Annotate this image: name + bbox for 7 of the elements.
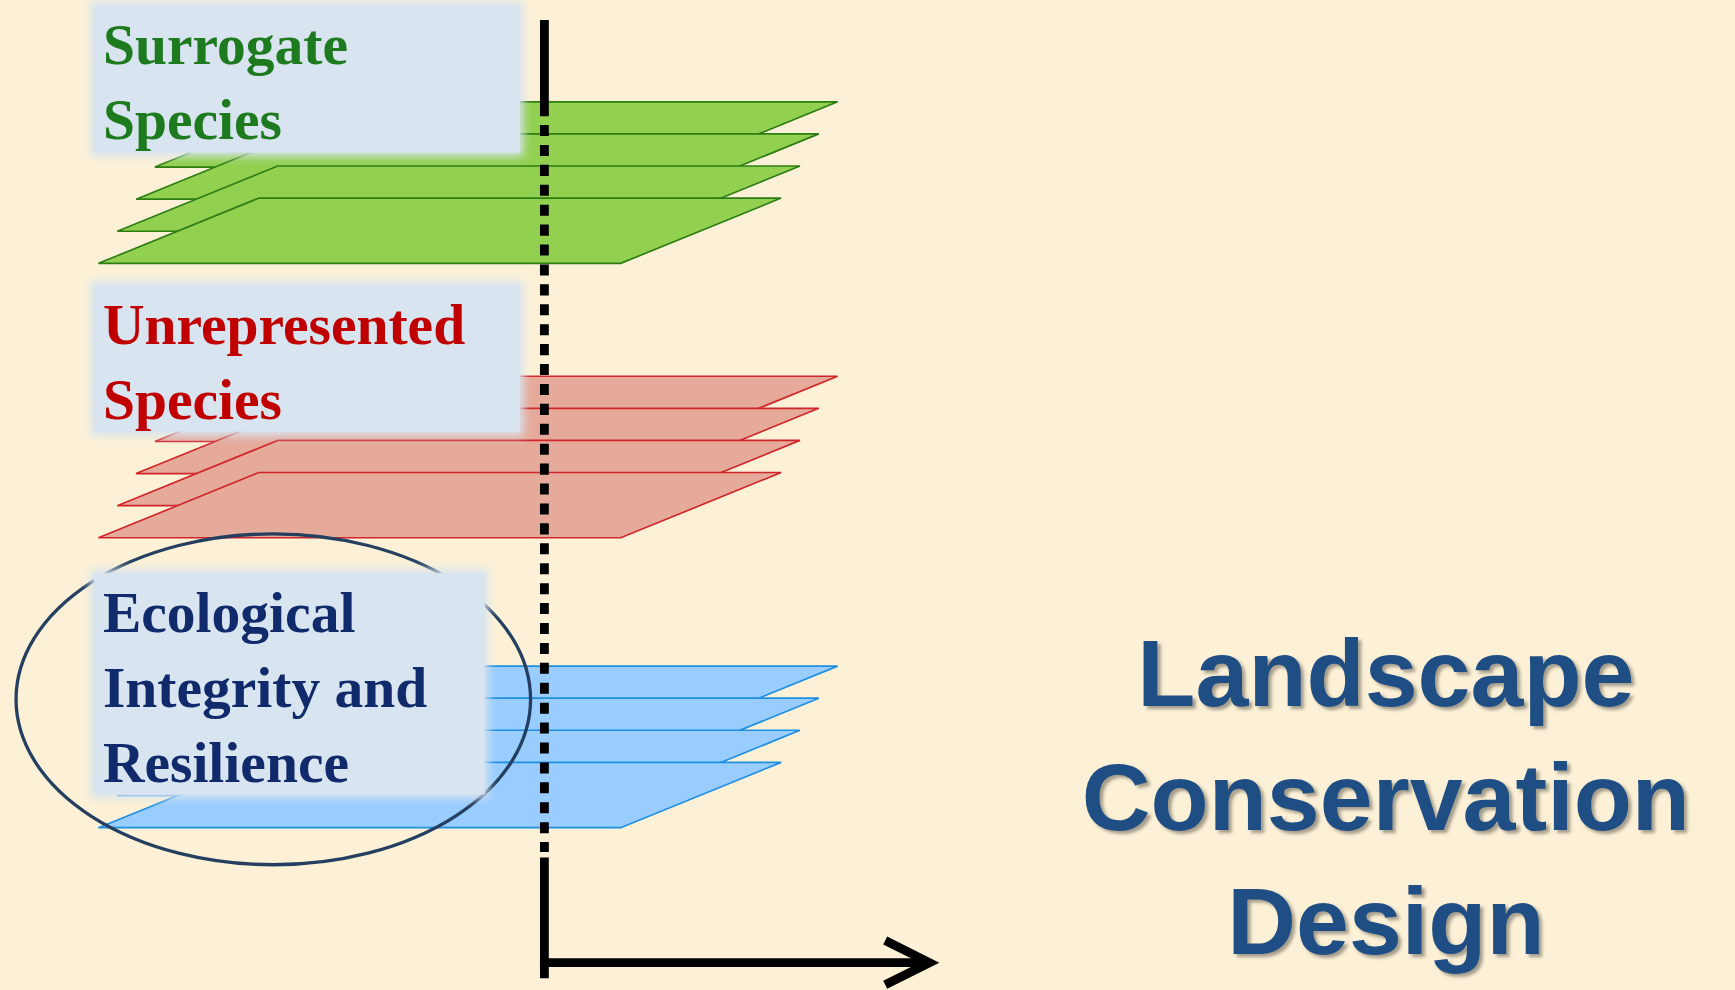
title-text: Landscape Conservation Design bbox=[1080, 618, 1691, 976]
label-box bbox=[94, 285, 521, 432]
label-box bbox=[94, 573, 485, 795]
label-box bbox=[94, 5, 521, 153]
layer-label: Ecological Integrity and Resilience bbox=[102, 579, 429, 797]
layer-label: Unrepresented Species bbox=[102, 292, 467, 434]
layer-label: Surrogate Species bbox=[102, 12, 349, 154]
